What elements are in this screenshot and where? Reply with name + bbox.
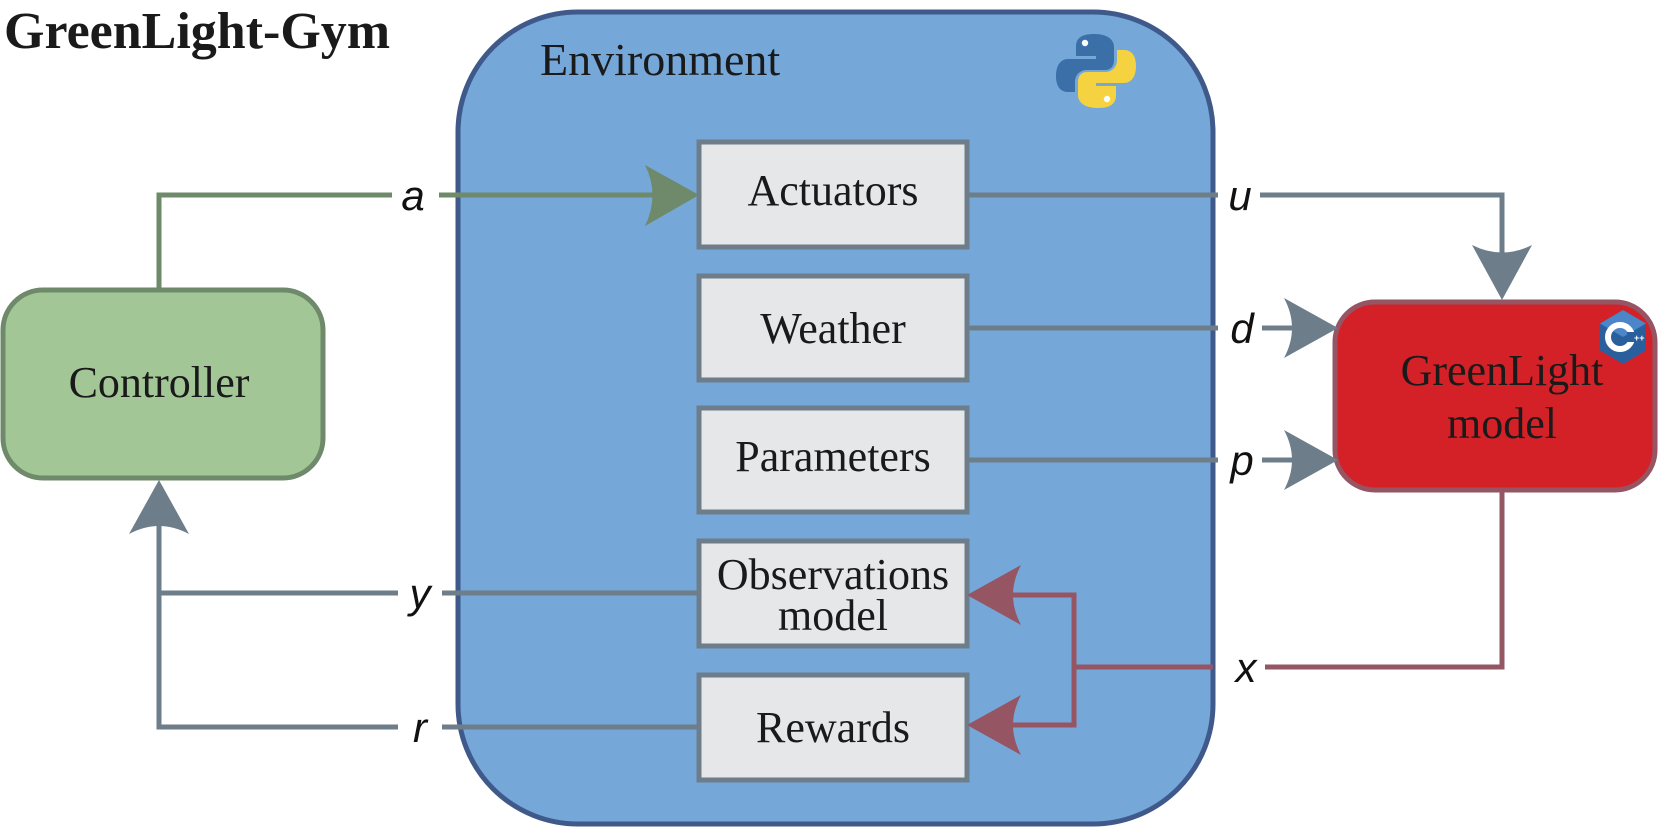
parameters-box [696,405,970,515]
svg-text:++: ++ [1634,333,1645,343]
action-arrowhead [645,165,699,226]
r-line-to-controller [156,515,398,730]
weather-label: Weather [760,304,906,353]
x-branch-line [1005,592,1077,728]
action-line [156,192,392,290]
rewards-label: Rewards [756,703,910,752]
observations-model-box [696,538,970,649]
observations-label-line2: model [778,591,888,640]
signal-d-label: d [1230,305,1255,352]
actuators-label: Actuators [747,166,918,215]
x-arrowhead-observations [967,565,1021,625]
u-line-to-model [1260,192,1505,265]
cpp-logo-icon: ++ [1600,310,1646,364]
y-line-to-controller [156,515,398,596]
signal-x-label: x [1234,644,1259,691]
d-arrowhead [1284,298,1338,358]
controller-box [0,287,326,481]
p-arrowhead [1284,430,1338,490]
u-arrowhead [1472,245,1532,300]
weather-box [696,273,970,383]
x-line-from-model [1265,490,1505,670]
signal-u-label: u [1228,172,1251,219]
observations-label-line1: Observations [717,550,949,599]
diagram-title: GreenLight-Gym [4,3,390,60]
environment-label: Environment [540,34,780,85]
signal-a-label: a [401,172,424,219]
controller-label: Controller [69,358,250,407]
model-label-line2: model [1447,399,1557,448]
x-arrowhead-rewards [967,695,1021,755]
signal-r-label: r [413,704,429,751]
signal-y-label: y [407,570,434,617]
python-logo-icon [1056,34,1136,108]
parameters-label: Parameters [735,432,930,481]
greenlight-model-box [1332,299,1658,493]
model-label-line1: GreenLight [1401,346,1604,395]
signal-p-label: p [1228,437,1253,484]
rewards-box [696,672,970,783]
feedback-arrowhead [129,480,189,534]
